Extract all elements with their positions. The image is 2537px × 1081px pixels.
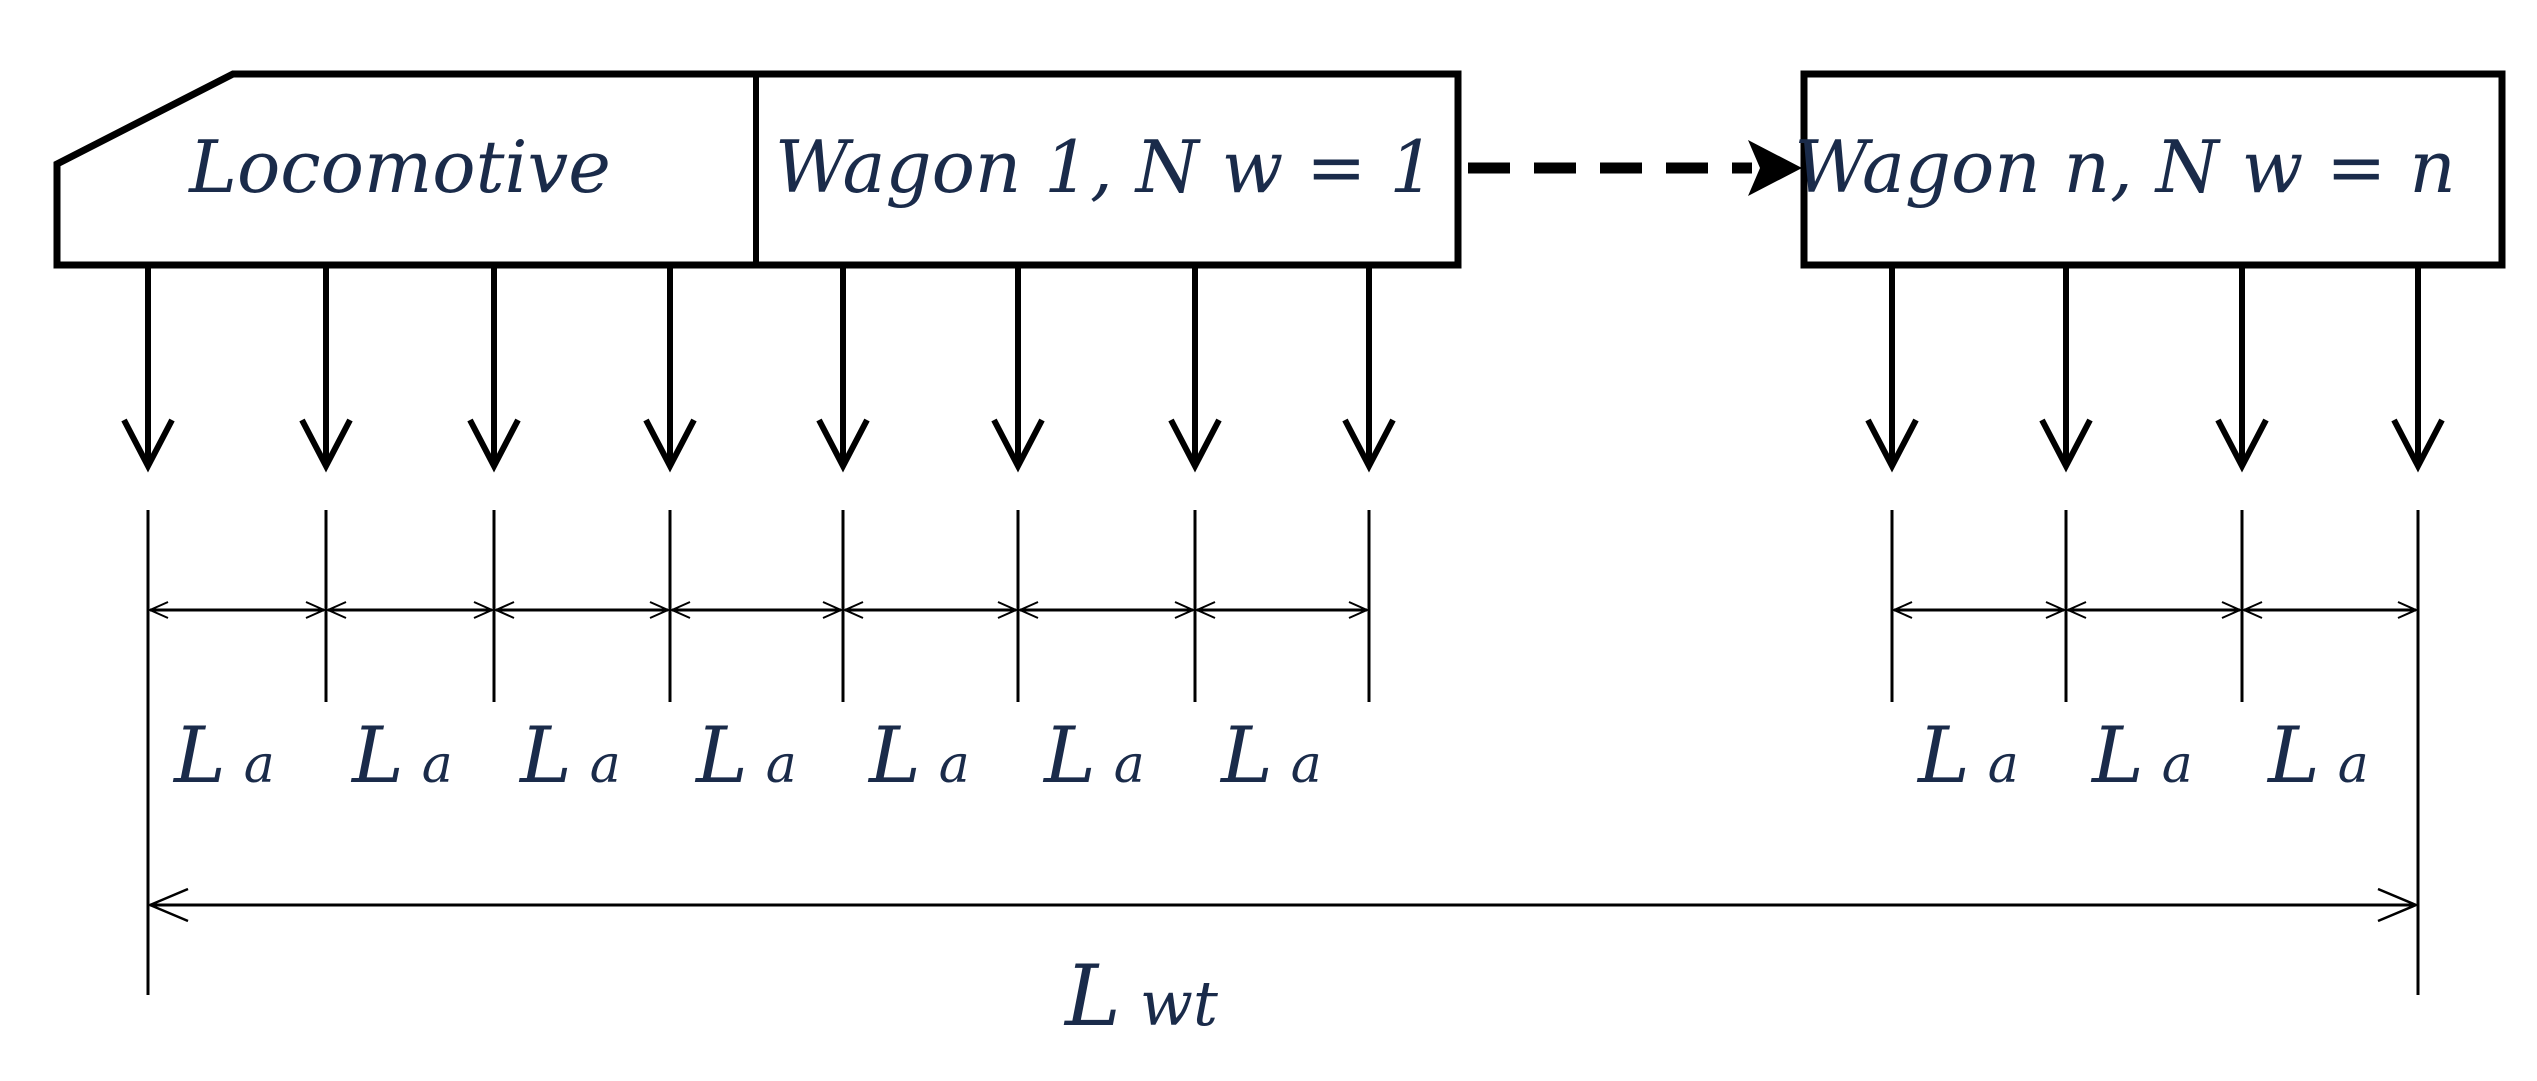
axle-spacing-subscript: a	[1291, 735, 1322, 795]
wagon-n-label: Wagon n, N w = n	[1794, 125, 2456, 209]
axle-spacing-main: L	[518, 711, 572, 801]
axle-load-arrows	[121, 268, 2445, 473]
arrowhead-down-icon	[1342, 418, 1396, 473]
total-length-main: L	[1063, 947, 1121, 1045]
arrowhead-down-icon	[991, 418, 1045, 473]
axle-spacing-subscript: a	[766, 735, 797, 795]
axle-spacing-main: L	[2090, 711, 2144, 801]
axle-spacing-main: L	[2266, 711, 2320, 801]
axle-spacing-main: L	[694, 711, 748, 801]
total-length-label: L wt	[1063, 947, 1218, 1045]
axle-spacing-subscript: a	[1988, 735, 2019, 795]
locomotive-label: Locomotive	[187, 125, 611, 209]
connector-arrowhead-icon	[1748, 140, 1802, 196]
wagon-1-label: Wagon 1, N w = 1	[775, 125, 1435, 209]
arrowhead-down-icon	[1865, 418, 1919, 473]
axle-spacing-subscript: a	[590, 735, 621, 795]
wagon-n-box	[1800, 70, 2506, 269]
axle-spacing-main: L	[1042, 711, 1096, 801]
arrowhead-down-icon	[2039, 418, 2093, 473]
axle-spacing-subscript: a	[1114, 735, 1145, 795]
arrowhead-down-icon	[121, 418, 175, 473]
axle-spacing-main: L	[867, 711, 921, 801]
axle-spacing-main: L	[1219, 711, 1273, 801]
axle-spacing-subscript: a	[244, 735, 275, 795]
arrowhead-down-icon	[467, 418, 521, 473]
arrowhead-down-icon	[816, 418, 870, 473]
arrowhead-down-icon	[2215, 418, 2269, 473]
axle-spacing-subscript: a	[2162, 735, 2193, 795]
axle-spacing-subscript: a	[2338, 735, 2369, 795]
axle-spacing-subscript: a	[939, 735, 970, 795]
arrowhead-down-icon	[1168, 418, 1222, 473]
axle-spacing-main: L	[1916, 711, 1970, 801]
axle-spacing-main: L	[172, 711, 226, 801]
axle-spacing-subscript: a	[422, 735, 453, 795]
arrowhead-down-icon	[299, 418, 353, 473]
total-length-subscript: wt	[1140, 967, 1218, 1040]
axle-spacing-main: L	[350, 711, 404, 801]
arrowhead-down-icon	[2391, 418, 2445, 473]
arrowhead-down-icon	[643, 418, 697, 473]
